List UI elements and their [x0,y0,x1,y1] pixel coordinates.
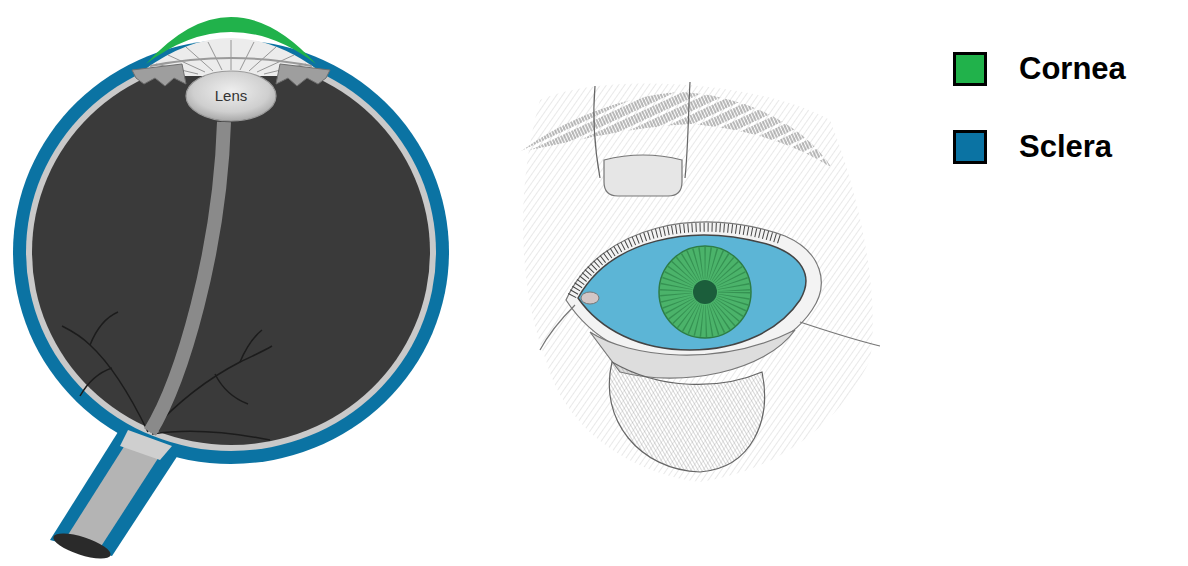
eyeball-sclera [578,235,806,350]
ciliary-body [276,64,330,86]
face-shading [523,83,873,482]
pupil [693,280,717,304]
lid-fold-line [685,82,690,178]
external-eye [520,82,880,482]
skin-fold-line [800,322,880,346]
retinal-vessels [62,312,272,440]
caruncle [581,292,599,304]
eye-cross-section [13,17,449,564]
lens-shape: Lens [185,70,277,122]
lens-body [186,71,276,121]
iris [659,246,751,338]
skin-fold-line [540,305,575,350]
vitreous-body [32,59,430,445]
legend-swatch [953,130,987,164]
ciliary-body [132,64,186,86]
part-label: Lens [215,87,248,104]
iris-striations [676,263,734,321]
lower-lid-fold [609,362,764,472]
cornea [146,17,316,64]
optic-nerve-end [51,528,114,564]
sclera-ring [13,40,449,464]
retracted-upper-lid [604,155,682,196]
hyaloid-canal [150,122,224,432]
choroid-ring [26,53,436,451]
legend-entry: Cornea [953,52,1126,86]
optic-disc [120,430,172,460]
lid-fold-line [594,86,600,178]
legend-swatch [953,52,987,86]
legend-label: Cornea [1019,52,1126,86]
legend-entry: Sclera [953,130,1112,164]
eyebrow [520,92,832,168]
legend-label: Sclera [1019,130,1112,164]
